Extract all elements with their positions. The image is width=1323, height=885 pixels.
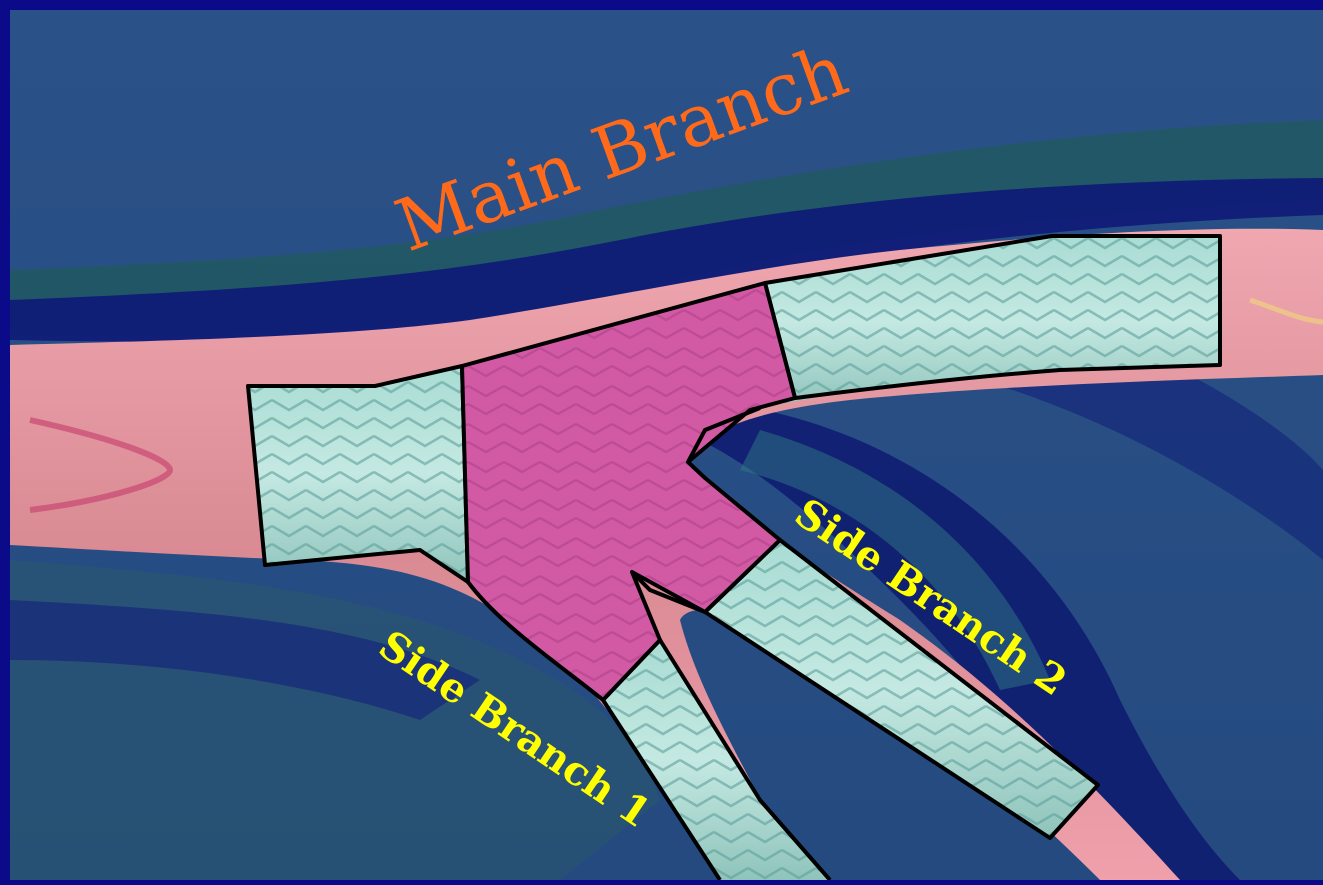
bifurcation-diagram: Main Branch Side Branch 1 Side Branch 2 [0,0,1323,880]
diagram-canvas: Main Branch Side Branch 1 Side Branch 2 [0,0,1323,880]
